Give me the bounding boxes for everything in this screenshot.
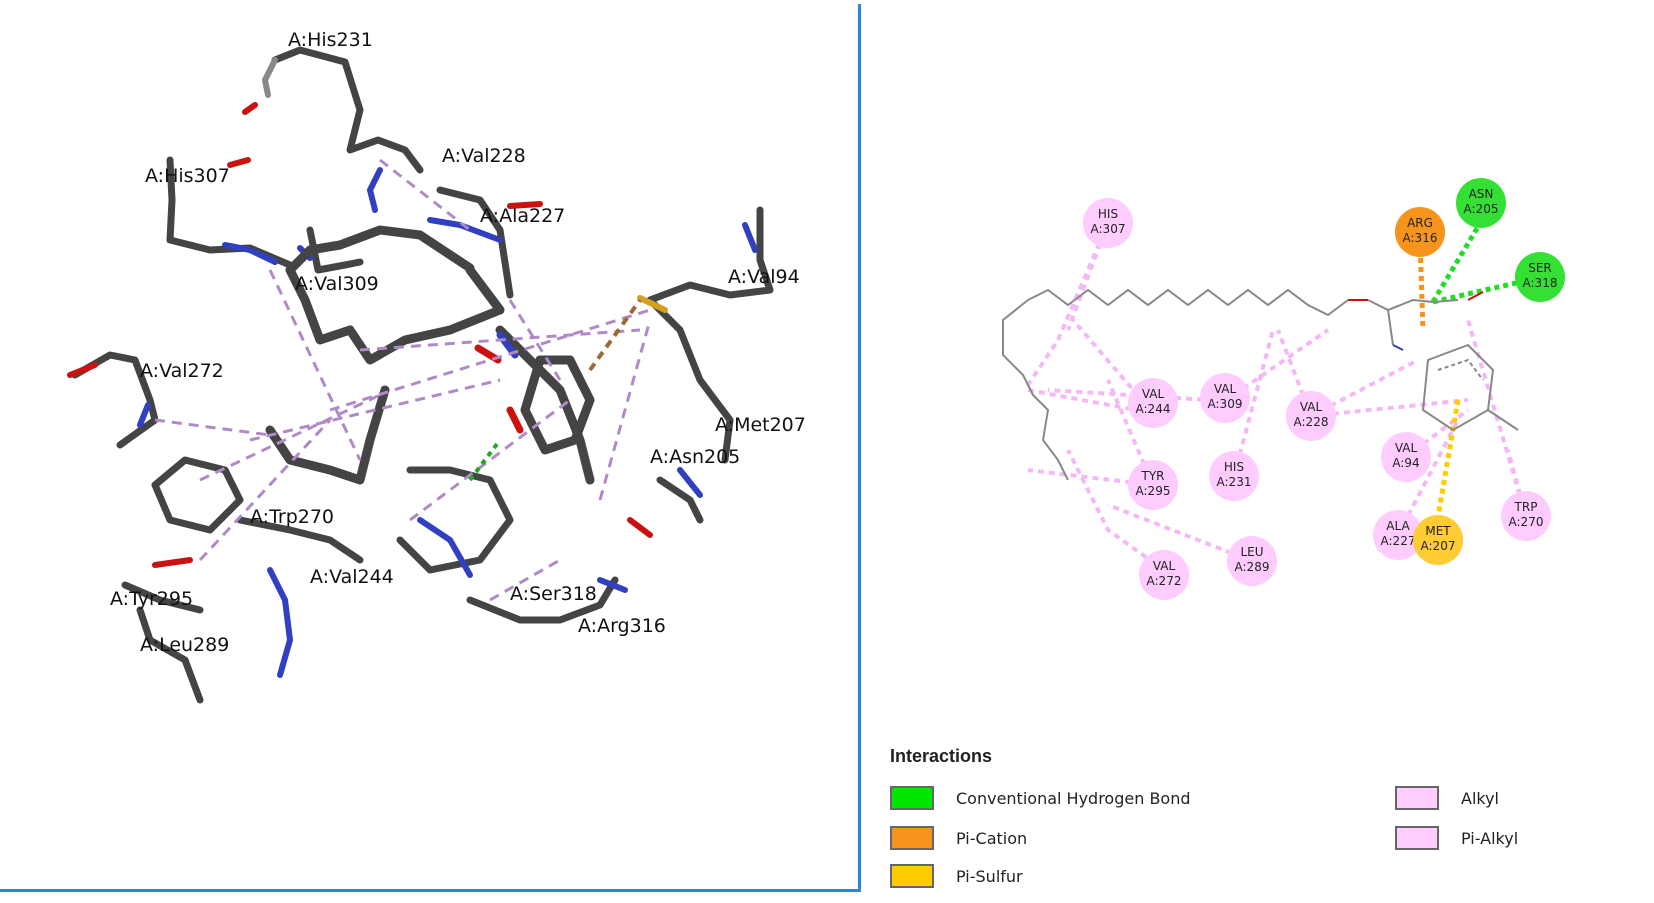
residue-arg316[interactable]: ARG A:316 [1395, 207, 1445, 257]
3d-interaction-dashes [154, 158, 652, 602]
label-leu289: A:Leu289 [140, 634, 229, 656]
legend-swatch-hbond [890, 786, 934, 810]
legend-swatch-pi-sulfur [890, 864, 934, 888]
residue-his231[interactable]: HIS A:231 [1209, 451, 1259, 501]
svg-text:A:289: A:289 [1235, 560, 1270, 574]
residue-leu289[interactable]: LEU A:289 [1227, 536, 1277, 586]
residue-val94[interactable]: VAL A:94 [1381, 432, 1431, 482]
legend-label-hbond: Conventional Hydrogen Bond [956, 789, 1191, 808]
svg-text:A:231: A:231 [1217, 475, 1252, 489]
svg-text:ASN: ASN [1469, 187, 1494, 201]
residue-ala227[interactable]: ALA A:227 [1373, 510, 1423, 560]
residue-tyr295[interactable]: TYR A:295 [1128, 460, 1178, 510]
svg-text:TYR: TYR [1141, 469, 1165, 483]
svg-text:HIS: HIS [1098, 207, 1118, 221]
svg-text:A:94: A:94 [1392, 456, 1419, 470]
residue-asn205[interactable]: ASN A:205 [1456, 178, 1506, 228]
pi-sulfur-line [1435, 399, 1461, 518]
svg-text:TRP: TRP [1514, 500, 1538, 514]
svg-text:A:244: A:244 [1136, 402, 1171, 416]
label-ser318: A:Ser318 [510, 583, 597, 605]
alkyl-interaction-lines [1026, 222, 1528, 572]
svg-text:VAL: VAL [1142, 387, 1165, 401]
svg-text:A:207: A:207 [1421, 539, 1456, 553]
3d-view-panel[interactable]: A:His231 A:Val228 A:His307 A:Ala227 A:Va… [0, 0, 860, 893]
legend-swatch-alkyl [1395, 786, 1439, 810]
svg-text:A:270: A:270 [1509, 515, 1544, 529]
svg-text:HIS: HIS [1224, 460, 1244, 474]
legend-swatch-pi-alkyl [1395, 826, 1439, 850]
label-val309: A:Val309 [295, 273, 379, 295]
legend-label-pi-sulfur: Pi-Sulfur [956, 867, 1023, 886]
label-ala227: A:Ala227 [480, 205, 565, 227]
svg-text:A:205: A:205 [1464, 202, 1499, 216]
label-met207: A:Met207 [715, 414, 806, 436]
residue-val228[interactable]: VAL A:228 [1286, 391, 1336, 441]
svg-text:A:318: A:318 [1523, 276, 1558, 290]
svg-text:MET: MET [1425, 524, 1451, 538]
svg-text:A:272: A:272 [1147, 574, 1182, 588]
residue-his307[interactable]: HIS A:307 [1083, 198, 1133, 248]
residue-nodes: HIS A:307 ARG A:316 ASN A:205 SER A:318 … [1083, 178, 1565, 600]
3d-structure-view: A:His231 A:Val228 A:His307 A:Ala227 A:Va… [67, 29, 806, 704]
label-val228: A:Val228 [442, 145, 526, 167]
svg-text:A:227: A:227 [1381, 534, 1416, 548]
2d-diagram-svg: HIS A:307 ARG A:316 ASN A:205 SER A:318 … [1002, 178, 1565, 600]
residue-val272[interactable]: VAL A:272 [1139, 550, 1189, 600]
svg-text:A:309: A:309 [1208, 397, 1243, 411]
svg-text:A:316: A:316 [1403, 231, 1438, 245]
label-val244: A:Val244 [310, 566, 394, 588]
svg-text:A:228: A:228 [1294, 415, 1329, 429]
label-asn205: A:Asn205 [650, 446, 740, 468]
residue-val244[interactable]: VAL A:244 [1128, 378, 1178, 428]
label-val272: A:Val272 [140, 360, 224, 382]
3d-pi-cation-dashes [588, 298, 642, 372]
residue-met207[interactable]: MET A:207 [1413, 515, 1463, 565]
legend-swatch-pi-cation [890, 826, 934, 850]
residue-val309[interactable]: VAL A:309 [1200, 373, 1250, 423]
svg-text:A:307: A:307 [1091, 222, 1126, 236]
3d-residue-labels: A:His231 A:Val228 A:His307 A:Ala227 A:Va… [110, 29, 806, 656]
residue-ser318[interactable]: SER A:318 [1515, 252, 1565, 302]
svg-text:VAL: VAL [1153, 559, 1176, 573]
svg-text:SER: SER [1528, 261, 1552, 275]
2d-interaction-diagram[interactable]: HIS A:307 ARG A:316 ASN A:205 SER A:318 … [868, 0, 1654, 903]
legend-title: Interactions [890, 746, 993, 766]
label-his307: A:His307 [145, 165, 230, 187]
svg-text:VAL: VAL [1395, 441, 1418, 455]
svg-text:ALA: ALA [1386, 519, 1410, 533]
interactions-legend: Interactions Conventional Hydrogen Bond … [890, 746, 1610, 896]
svg-text:A:295: A:295 [1136, 484, 1171, 498]
label-his231: A:His231 [288, 29, 373, 51]
label-arg316: A:Arg316 [578, 615, 666, 637]
svg-text:VAL: VAL [1214, 382, 1237, 396]
residue-trp270[interactable]: TRP A:270 [1501, 491, 1551, 541]
svg-text:ARG: ARG [1407, 216, 1433, 230]
legend-label-pi-cation: Pi-Cation [956, 829, 1028, 848]
label-val94: A:Val94 [728, 266, 800, 288]
label-trp270: A:Trp270 [250, 506, 334, 528]
legend-label-pi-alkyl: Pi-Alkyl [1461, 829, 1519, 848]
svg-text:VAL: VAL [1300, 400, 1323, 414]
panel-border-bottom [0, 889, 861, 892]
3d-hbond-dashes [468, 438, 502, 482]
pi-cation-line [1417, 239, 1426, 331]
legend-label-alkyl: Alkyl [1461, 789, 1499, 808]
panel-border-right [858, 4, 861, 891]
label-tyr295: A:Tyr295 [110, 588, 193, 610]
svg-text:LEU: LEU [1240, 545, 1263, 559]
ligand-skeleton [1002, 288, 1519, 481]
